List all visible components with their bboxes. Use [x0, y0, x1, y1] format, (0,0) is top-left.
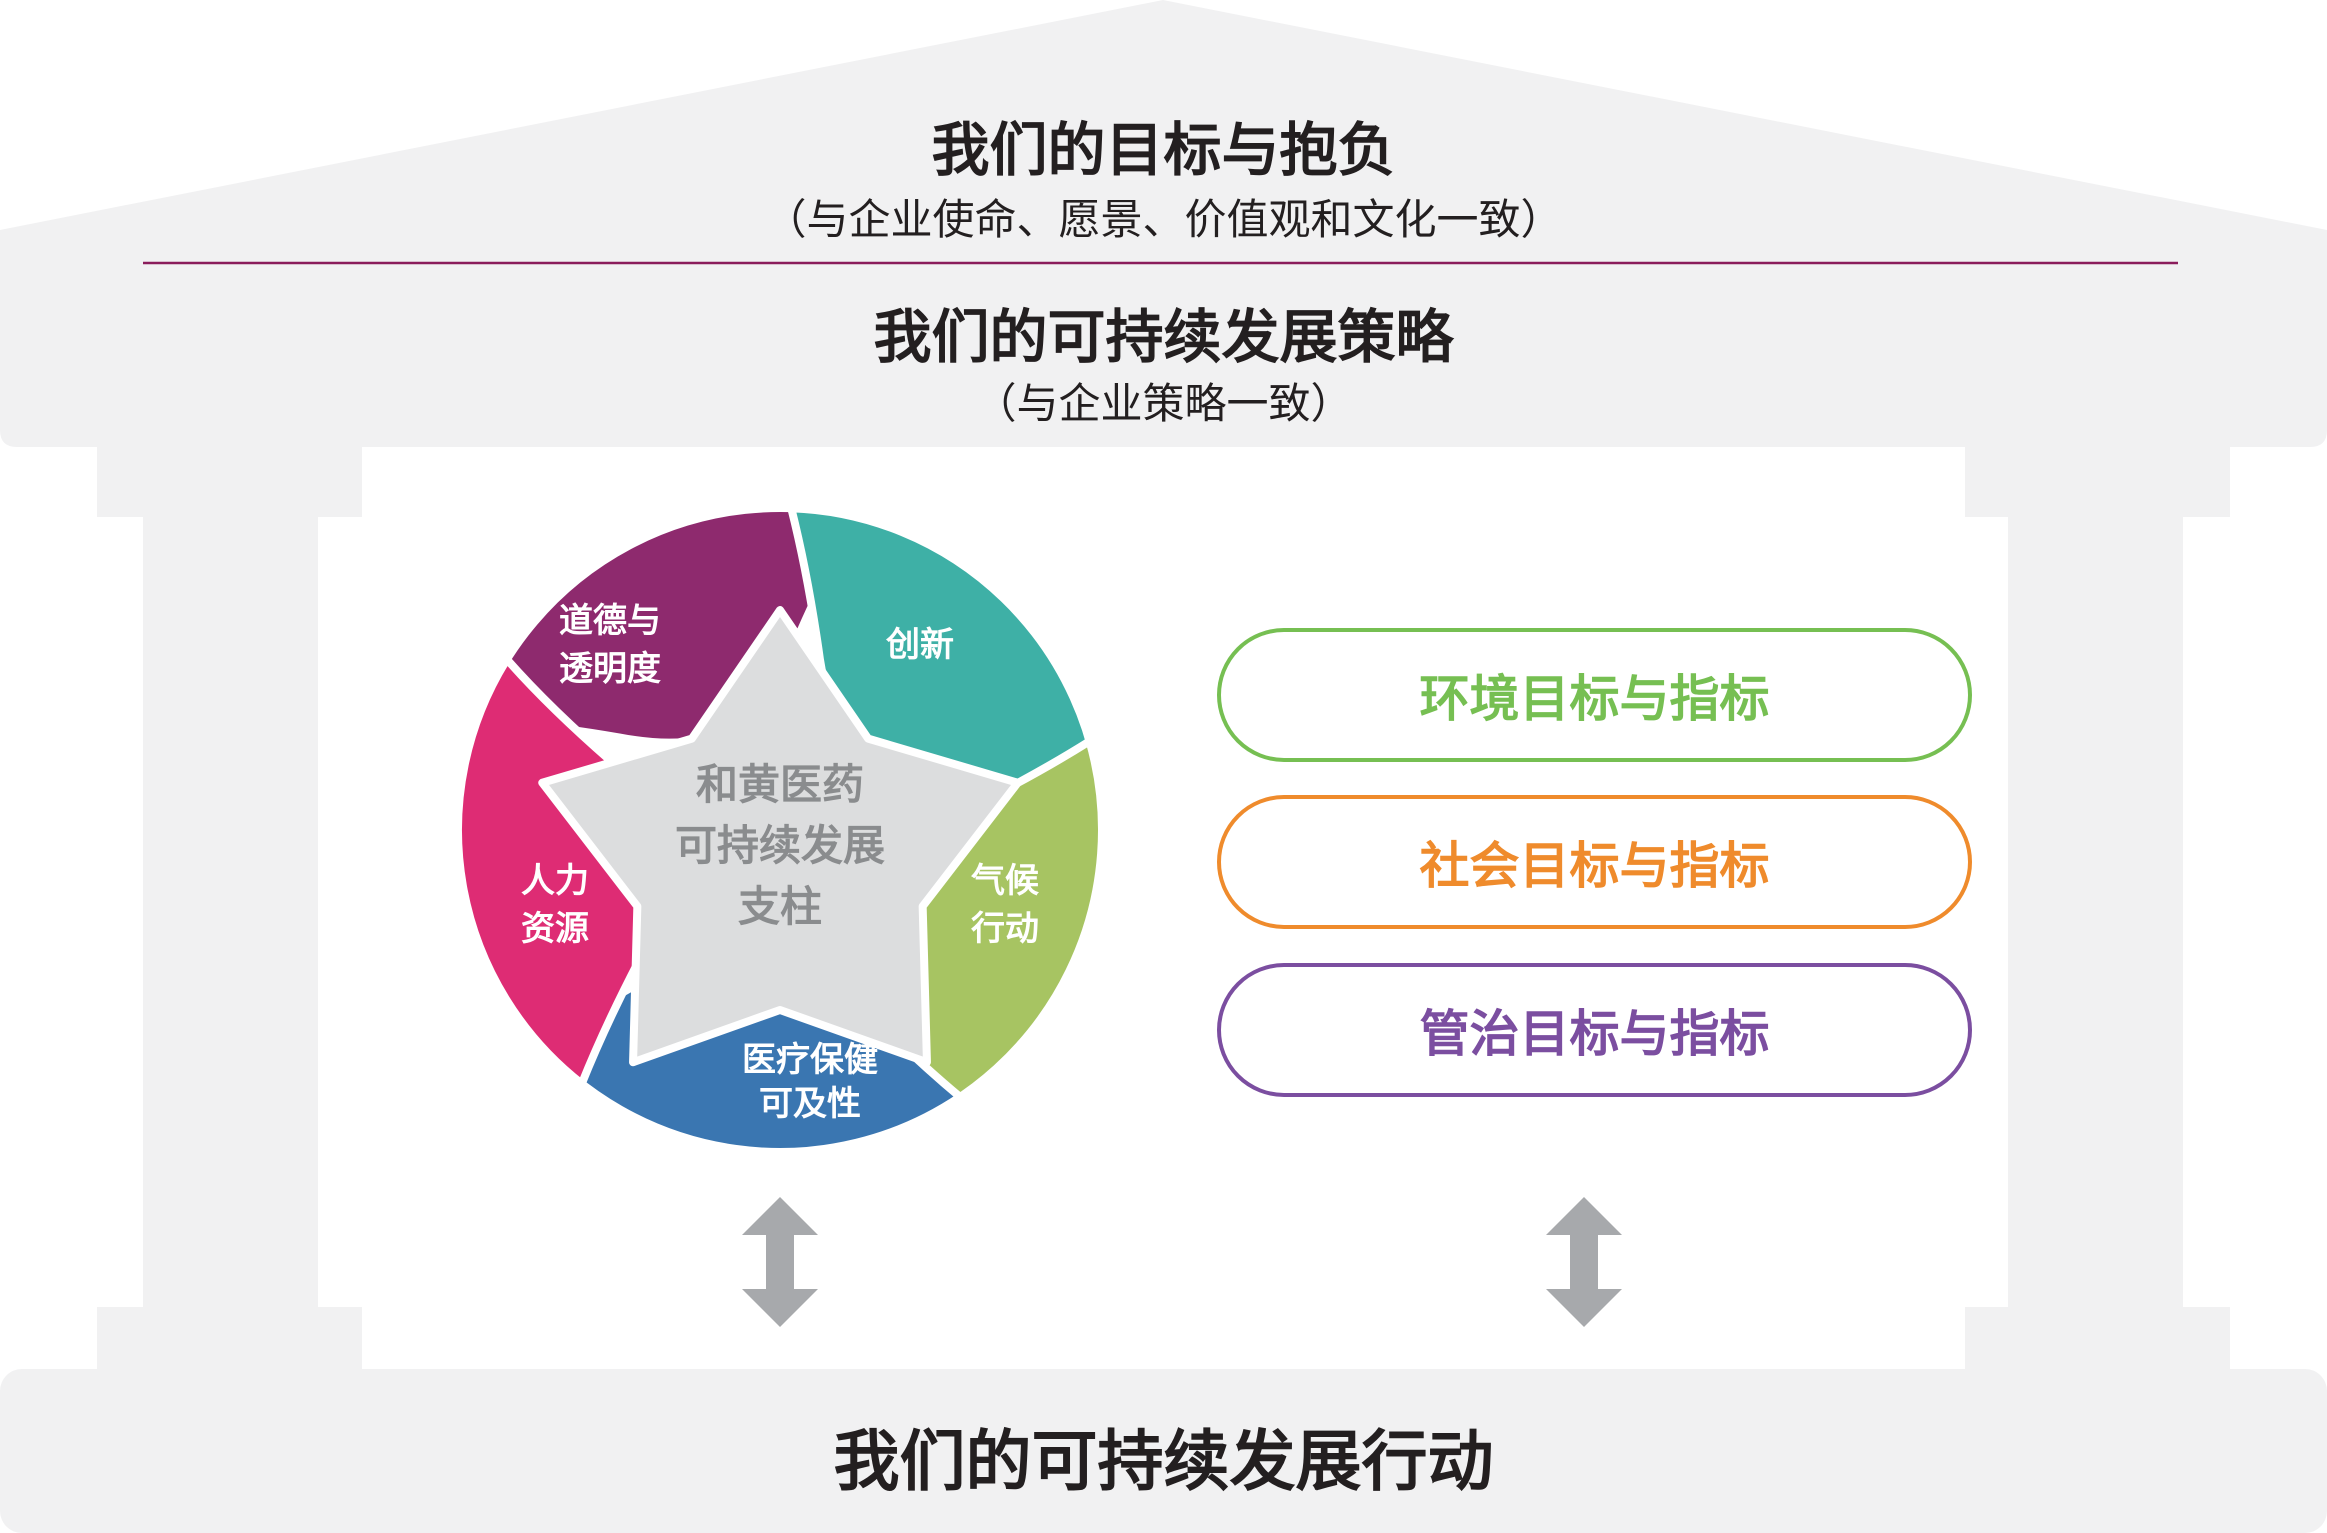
- segment-label-climate: 气候 行动: [971, 861, 1039, 949]
- goal-pill-label: 管治目标与指标: [1419, 1005, 1770, 1063]
- page-subtitle: （与企业使命、愿景、价值观和文化一致）: [764, 195, 1563, 244]
- goal-pill-environment: 环境目标与指标: [1217, 628, 1972, 762]
- footer-title: 我们的可持续发展行动: [833, 1423, 1494, 1500]
- page-title: 我们的目标与抱负: [931, 116, 1396, 184]
- goal-pill-social: 社会目标与指标: [1217, 795, 1972, 929]
- pillars-wheel: [454, 504, 1106, 1156]
- foundation: [0, 1369, 2327, 1533]
- segment-label-healthcare: 医疗保健 可及性: [742, 1040, 878, 1125]
- right-pillar-base: [1965, 1307, 2230, 1369]
- up-down-arrow-icon: [1546, 1197, 1622, 1327]
- roof: [0, 0, 2327, 447]
- right-pillar-shaft: [2008, 517, 2183, 1307]
- wheel-center-label: 和黄医药 可持续发展 支柱: [674, 760, 885, 931]
- center-star: [538, 606, 1022, 1067]
- left-pillar-base: [97, 1307, 362, 1369]
- up-down-arrow-icon: [742, 1197, 818, 1327]
- goal-pill-label: 社会目标与指标: [1419, 837, 1770, 895]
- strategy-title: 我们的可持续发展策略: [873, 303, 1454, 371]
- segment-label-innovation: 创新: [886, 625, 954, 665]
- goal-pill-governance: 管治目标与指标: [1217, 963, 1972, 1097]
- left-pillar-shaft: [143, 517, 318, 1307]
- strategy-subtitle: （与企业策略一致）: [974, 379, 1353, 428]
- left-pillar-capital: [97, 447, 362, 517]
- segment-label-hr: 人力 资源: [521, 861, 589, 949]
- right-pillar-capital: [1965, 447, 2230, 517]
- segment-label-ethics: 道德与 透明度: [559, 601, 661, 689]
- goal-pill-label: 环境目标与指标: [1419, 670, 1770, 728]
